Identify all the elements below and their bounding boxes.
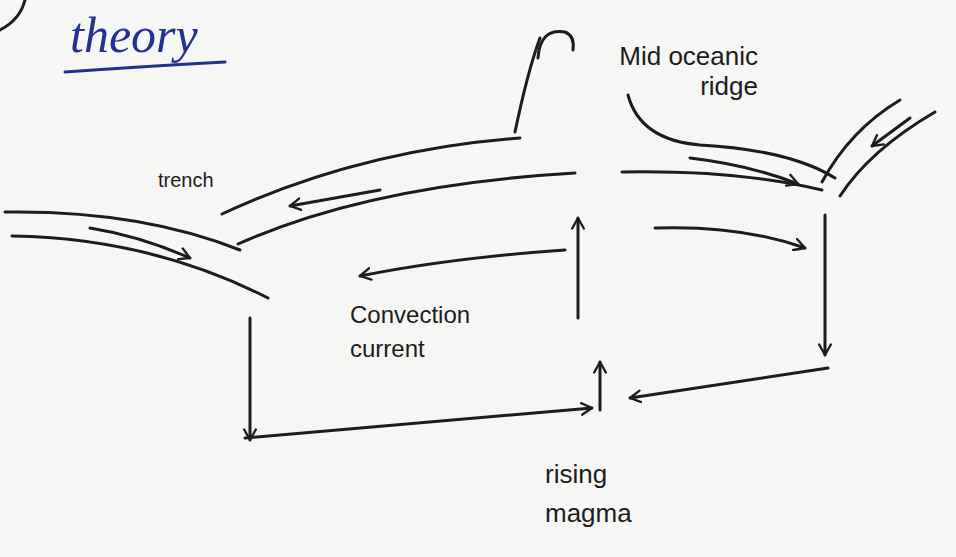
ridge-bump <box>538 32 573 58</box>
plate-edge <box>238 173 575 244</box>
convection-arrow <box>630 368 828 398</box>
plate-motion-arrow <box>290 190 380 206</box>
convection-arrow <box>245 408 592 438</box>
heading: theory <box>70 8 240 63</box>
plate-motion-arrow <box>872 118 910 146</box>
magma-arrow <box>599 362 602 410</box>
magma-label: rising magma <box>545 455 655 533</box>
plate-motion-arrow <box>90 228 190 258</box>
convection-arrow <box>577 218 580 318</box>
convection-arrow <box>249 318 252 440</box>
plate-edge <box>12 236 268 298</box>
trench-label: trench <box>158 168 238 192</box>
convection-arrow <box>655 228 805 248</box>
ridge-label: Mid oceanic ridge <box>598 42 758 102</box>
page-mark <box>0 0 25 30</box>
convection-arrow <box>360 250 565 276</box>
plate-edge <box>5 212 240 250</box>
convection-label: Convection current <box>350 298 520 365</box>
plate-motion-arrow <box>690 158 798 184</box>
plate-edge <box>840 112 935 196</box>
convection-arrow <box>824 215 827 355</box>
title-underline <box>65 62 225 72</box>
plate-edge <box>222 138 520 214</box>
ridge-bump <box>515 38 540 132</box>
